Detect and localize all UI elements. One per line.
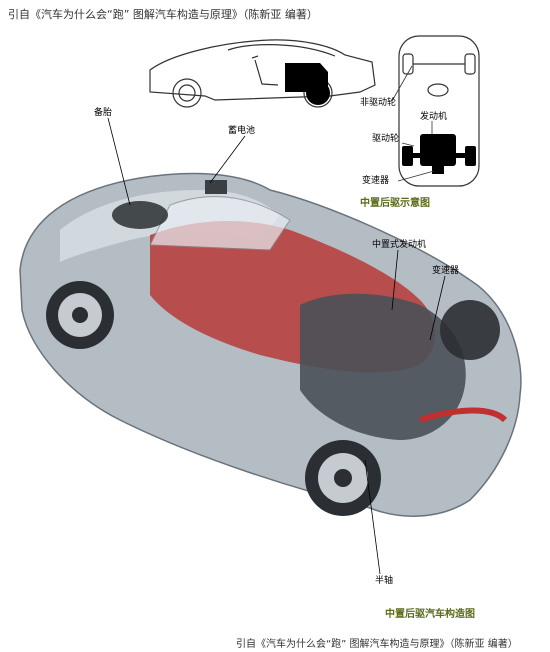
side-seat [251,55,279,86]
caption-schematic: 中置后驱示意图 [360,198,430,209]
label-transmission-schematic: 变速器 [362,176,390,186]
source-citation-top: 引自《汽车为什么会“跑” 图解汽车构造与原理》（陈新亚 编著） [8,8,318,21]
top-view-drivetrain [402,134,476,174]
label-spare-tire: 备胎 [94,108,113,118]
label-non-drive-wheel: 非驱动轮 [360,98,397,108]
label-battery: 蓄电池 [228,126,256,136]
label-half-shaft: 半轴 [375,576,394,586]
side-view-car [149,39,376,108]
cutaway-car [19,172,522,517]
top-view-car [398,35,480,187]
side-rear-wheel [306,81,330,105]
label-drive-wheel: 驱动轮 [372,134,400,144]
caption-cutaway: 中置后驱汽车构造图 [385,609,475,620]
source-citation-bottom: 引自《汽车为什么会“跑” 图解汽车构造与原理》（陈新亚 编著） [236,639,518,650]
label-transmission-cutaway: 变速器 [432,266,460,276]
label-mid-engine: 中置式发动机 [372,240,427,250]
label-engine: 发动机 [420,112,448,122]
